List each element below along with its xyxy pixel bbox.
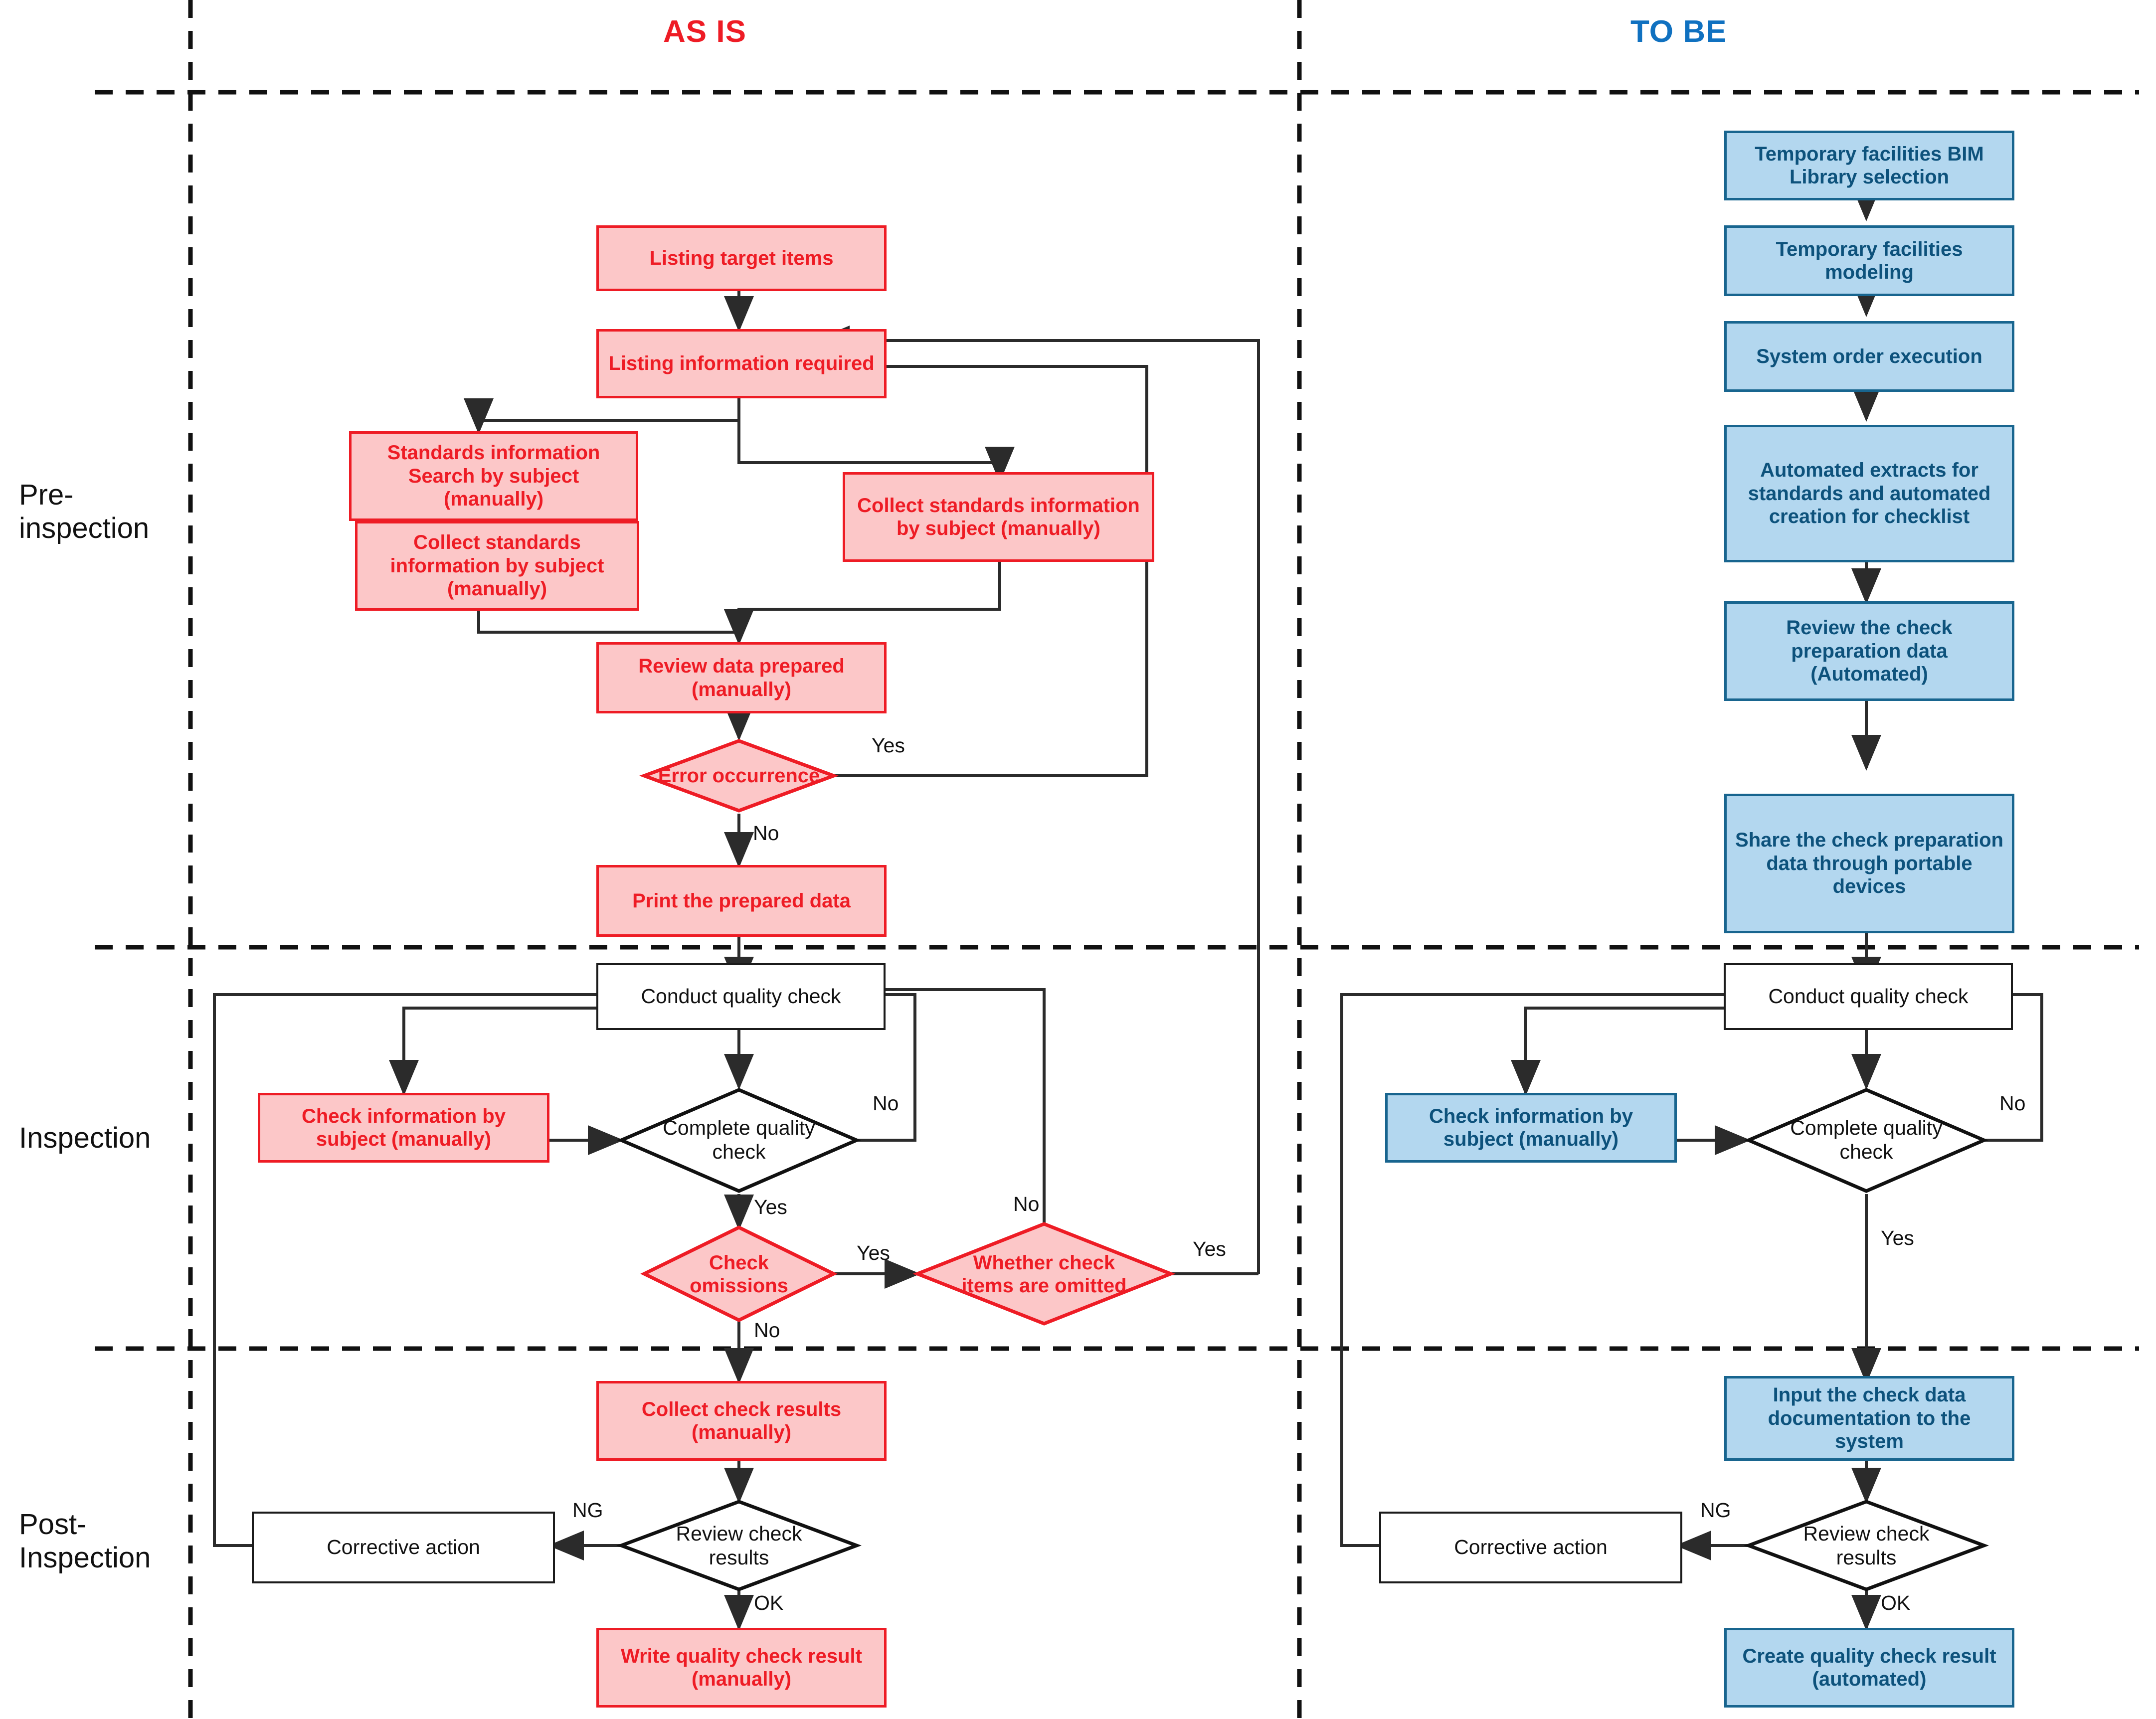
to-be-node-conduct-quality-check[interactable]: Conduct quality check bbox=[1724, 963, 2013, 1030]
as-is-diamond-check-omissions bbox=[640, 1225, 838, 1322]
to-be-node-create-quality-check-result[interactable]: Create quality check result (automated) bbox=[1724, 1628, 2014, 1708]
as-is-node-listing-target-items[interactable]: Listing target items bbox=[596, 225, 887, 291]
lane-label-pre-inspection-line2: inspection bbox=[19, 512, 150, 544]
as-is-node-standards-information-search-by-subject[interactable]: Standards information Search by subject … bbox=[349, 431, 638, 521]
lane-label-post-inspection-line2: Inspection bbox=[19, 1541, 151, 1574]
to-be-diamond-review-check-results bbox=[1743, 1500, 1989, 1591]
to-be-node-check-information-by-subject[interactable]: Check information by subject (manually) bbox=[1385, 1093, 1677, 1163]
to-be-node-input-check-data-documentation[interactable]: Input the check data documentation to th… bbox=[1724, 1376, 2014, 1461]
to-be-node-system-order-execution[interactable]: System order execution bbox=[1724, 321, 2014, 392]
as-is-node-corrective-action[interactable]: Corrective action bbox=[252, 1512, 555, 1583]
to-be-node-corrective-action[interactable]: Corrective action bbox=[1379, 1512, 1682, 1583]
as-is-title: AS IS bbox=[663, 14, 746, 49]
to-be-edge-label-review-ok: OK bbox=[1881, 1591, 1911, 1614]
as-is-edge-label-complete-no: No bbox=[873, 1092, 899, 1115]
lane-label-pre-inspection-line1: Pre- bbox=[19, 479, 74, 511]
to-be-node-share-check-preparation-data[interactable]: Share the check preparation data through… bbox=[1724, 794, 2014, 933]
lane-label-post-inspection: Post- Inspection bbox=[19, 1508, 151, 1574]
to-be-title: TO BE bbox=[1630, 14, 1727, 49]
as-is-edge-label-error-no: No bbox=[753, 822, 779, 845]
to-be-node-review-the-check-preparation-data[interactable]: Review the check preparation data (Autom… bbox=[1724, 601, 2014, 701]
to-be-node-temporary-facilities-bim-library-selection[interactable]: Temporary facilities BIM Library selecti… bbox=[1724, 131, 2014, 200]
to-be-edge-label-complete-yes: Yes bbox=[1881, 1226, 1914, 1249]
as-is-diamond-error-occurrence bbox=[639, 739, 839, 813]
as-is-node-write-quality-check-result[interactable]: Write quality check result (manually) bbox=[596, 1628, 887, 1708]
as-is-node-conduct-quality-check[interactable]: Conduct quality check bbox=[596, 963, 886, 1030]
as-is-edge-label-review-ng: NG bbox=[572, 1499, 603, 1522]
as-is-edge-label-review-ok: OK bbox=[754, 1591, 784, 1614]
lane-divider-group bbox=[95, 0, 2139, 1719]
as-is-diamond-complete-quality-check bbox=[617, 1088, 861, 1193]
as-is-diamond-review-check-results bbox=[616, 1500, 862, 1591]
as-is-node-print-the-prepared-data[interactable]: Print the prepared data bbox=[596, 865, 887, 937]
to-be-edge-label-review-ng: NG bbox=[1700, 1499, 1731, 1522]
as-is-node-listing-information-required[interactable]: Listing information required bbox=[596, 329, 887, 398]
lane-label-post-inspection-line1: Post- bbox=[19, 1508, 87, 1541]
to-be-node-automated-extracts-and-checklist-creation[interactable]: Automated extracts for standards and aut… bbox=[1724, 425, 2014, 562]
as-is-node-collect-standards-information-by-subject-left[interactable]: Collect standards information by subject… bbox=[355, 521, 639, 611]
as-is-node-collect-check-results[interactable]: Collect check results (manually) bbox=[596, 1381, 887, 1461]
as-is-node-collect-standards-information-by-subject-right[interactable]: Collect standards information by subject… bbox=[843, 472, 1154, 562]
as-is-edge-label-whether-no: No bbox=[1013, 1193, 1040, 1215]
as-is-edge-label-complete-yes: Yes bbox=[754, 1196, 787, 1218]
as-is-node-check-information-by-subject[interactable]: Check information by subject (manually) bbox=[258, 1093, 549, 1163]
as-is-edge-label-whether-yes: Yes bbox=[1193, 1237, 1226, 1260]
to-be-edge-label-complete-no: No bbox=[1999, 1092, 2026, 1115]
as-is-node-review-data-prepared[interactable]: Review data prepared (manually) bbox=[596, 642, 887, 713]
as-is-edge-label-omission-yes: Yes bbox=[857, 1241, 890, 1264]
as-is-edge-label-omission-no: No bbox=[754, 1319, 780, 1342]
as-is-edge-label-error-yes: Yes bbox=[872, 734, 905, 757]
lane-label-inspection: Inspection bbox=[19, 1122, 151, 1155]
to-be-diamond-complete-quality-check bbox=[1744, 1088, 1988, 1193]
as-is-diamond-whether-check-items-omitted bbox=[912, 1222, 1176, 1326]
lane-label-inspection-line1: Inspection bbox=[19, 1122, 151, 1154]
to-be-node-temporary-facilities-modeling[interactable]: Temporary facilities modeling bbox=[1724, 225, 2014, 296]
lane-label-pre-inspection: Pre- inspection bbox=[19, 479, 149, 545]
